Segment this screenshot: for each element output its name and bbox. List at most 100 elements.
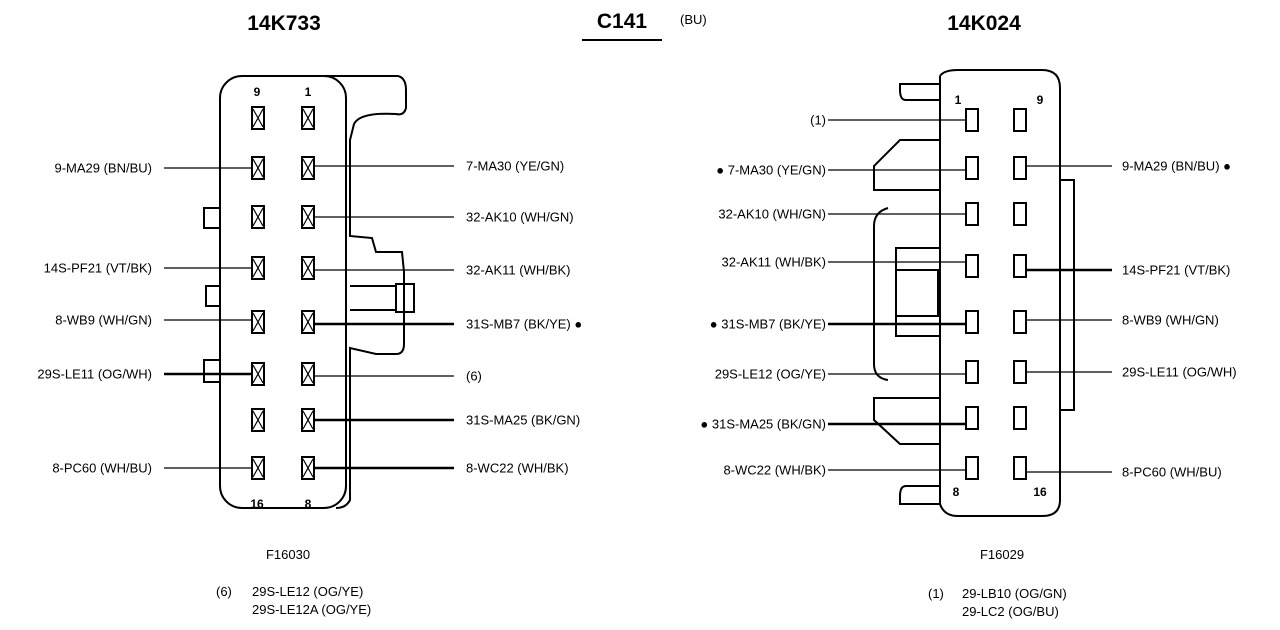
left-terminal bbox=[251, 205, 265, 229]
wire-label: 29S-LE12 (OG/YE) bbox=[715, 367, 826, 382]
left-terminal bbox=[301, 456, 315, 480]
right-footnote-line-2: 29-LC2 (OG/BU) bbox=[962, 604, 1059, 619]
left-terminal-grid bbox=[251, 106, 315, 480]
left-wire-left: 8-PC60 (WH/BU) bbox=[52, 461, 252, 476]
left-terminal bbox=[251, 256, 265, 280]
wire-label: ● 31S-MA25 (BK/GN) bbox=[700, 417, 826, 432]
right-connector-body bbox=[873, 69, 1075, 517]
right-wire-left: ● 7-MA30 (YE/GN) bbox=[716, 163, 966, 178]
right-footnote-line-1: 29-LB10 (OG/GN) bbox=[962, 586, 1067, 601]
wire-label: 29S-LE11 (OG/WH) bbox=[37, 367, 152, 382]
wire-label: (1) bbox=[810, 113, 826, 128]
right-footnote-marker: (1) bbox=[928, 586, 944, 601]
wire-label: 31S-MB7 (BK/YE) ● bbox=[466, 317, 582, 332]
right-terminal-grid bbox=[965, 108, 1027, 480]
right-terminal bbox=[965, 254, 979, 278]
left-terminal bbox=[251, 156, 265, 180]
right-wire-left: ● 31S-MA25 (BK/GN) bbox=[700, 417, 966, 432]
right-connector-right-wires: 9-MA29 (BN/BU) ● 14S-PF21 (VT/BK) 8-WB9 (W… bbox=[1026, 159, 1237, 480]
left-footnote-line-1: 29S-LE12 (OG/YE) bbox=[252, 584, 363, 599]
left-pin-number-16: 16 bbox=[250, 497, 264, 511]
wire-label: 8-PC60 (WH/BU) bbox=[52, 461, 152, 476]
right-terminal bbox=[965, 310, 979, 334]
left-pin-number-8: 8 bbox=[305, 497, 312, 511]
left-wire-right: 7-MA30 (YE/GN) bbox=[314, 159, 564, 174]
right-wire-left: 8-WC22 (WH/BK) bbox=[723, 463, 966, 478]
right-terminal bbox=[965, 156, 979, 180]
right-terminal bbox=[1013, 156, 1027, 180]
left-wire-right: 32-AK10 (WH/GN) bbox=[314, 210, 574, 225]
wire-label: 14S-PF21 (VT/BK) bbox=[1122, 263, 1230, 278]
left-terminal bbox=[251, 310, 265, 334]
right-terminal bbox=[965, 456, 979, 480]
wire-label: 29S-LE11 (OG/WH) bbox=[1122, 365, 1237, 380]
right-terminal bbox=[965, 360, 979, 384]
connector-color: (BU) bbox=[680, 12, 707, 27]
left-terminal bbox=[251, 362, 265, 386]
left-terminal bbox=[251, 456, 265, 480]
right-terminal bbox=[965, 406, 979, 430]
wire-label: 8-WB9 (WH/GN) bbox=[55, 313, 152, 328]
left-terminal bbox=[301, 362, 315, 386]
left-part-number: 14K733 bbox=[247, 12, 321, 35]
right-wire-right: 29S-LE11 (OG/WH) bbox=[1026, 365, 1237, 380]
right-part-number: 14K024 bbox=[947, 12, 1021, 35]
left-wire-right: 31S-MB7 (BK/YE) ● bbox=[314, 317, 582, 332]
left-connector-body bbox=[203, 75, 415, 509]
right-pin-number-9: 9 bbox=[1037, 93, 1044, 107]
left-wire-right: 8-WC22 (WH/BK) bbox=[314, 461, 569, 476]
right-part-code: F16029 bbox=[980, 547, 1024, 562]
right-terminal bbox=[1013, 108, 1027, 132]
left-wire-right: (6) bbox=[314, 369, 482, 384]
right-terminal bbox=[1013, 202, 1027, 226]
wire-label: ● 7-MA30 (YE/GN) bbox=[716, 163, 826, 178]
left-pin-number-1: 1 bbox=[305, 85, 312, 99]
left-terminal bbox=[301, 256, 315, 280]
right-wire-left: 29S-LE12 (OG/YE) bbox=[715, 367, 966, 382]
left-part-code: F16030 bbox=[266, 547, 310, 562]
right-wire-left: ● 31S-MB7 (BK/YE) bbox=[710, 317, 966, 332]
right-terminal bbox=[1013, 360, 1027, 384]
left-terminal bbox=[251, 106, 265, 130]
left-pin-number-9: 9 bbox=[254, 85, 261, 99]
wire-label: 8-WC22 (WH/BK) bbox=[466, 461, 569, 476]
right-wire-left: 32-AK11 (WH/BK) bbox=[721, 255, 966, 270]
left-footnote-marker: (6) bbox=[216, 584, 232, 599]
left-terminal bbox=[301, 205, 315, 229]
left-footnote-line-2: 29S-LE12A (OG/YE) bbox=[252, 602, 371, 617]
right-wire-right: 8-WB9 (WH/GN) bbox=[1026, 313, 1219, 328]
wire-label: ● 31S-MB7 (BK/YE) bbox=[710, 317, 826, 332]
right-terminal bbox=[1013, 456, 1027, 480]
left-terminal bbox=[251, 408, 265, 432]
wire-label: 8-WB9 (WH/GN) bbox=[1122, 313, 1219, 328]
left-connector-right-wires: 7-MA30 (YE/GN) 32-AK10 (WH/GN) 32-AK11 (WH… bbox=[314, 159, 582, 476]
right-pin-number-8: 8 bbox=[953, 485, 960, 499]
connector-id: C141 bbox=[597, 10, 648, 33]
right-connector-left-wires: (1) ● 7-MA30 (YE/GN) 32-AK10 (WH/GN) 32-AK1… bbox=[700, 113, 966, 478]
right-terminal bbox=[1013, 254, 1027, 278]
wire-label: 32-AK10 (WH/GN) bbox=[718, 207, 826, 222]
right-wire-right: 14S-PF21 (VT/BK) bbox=[1026, 263, 1230, 278]
left-wire-left: 8-WB9 (WH/GN) bbox=[55, 313, 252, 328]
right-wire-left: (1) bbox=[810, 113, 966, 128]
left-wire-left: 14S-PF21 (VT/BK) bbox=[44, 261, 252, 276]
left-wire-right: 32-AK11 (WH/BK) bbox=[314, 263, 571, 278]
left-terminal bbox=[301, 106, 315, 130]
wire-label: 8-PC60 (WH/BU) bbox=[1122, 465, 1222, 480]
wire-label: (6) bbox=[466, 369, 482, 384]
left-wire-left: 29S-LE11 (OG/WH) bbox=[37, 367, 252, 382]
right-wire-right: 8-PC60 (WH/BU) bbox=[1026, 465, 1222, 480]
wire-label: 14S-PF21 (VT/BK) bbox=[44, 261, 152, 276]
right-terminal bbox=[1013, 310, 1027, 334]
right-terminal bbox=[965, 108, 979, 132]
right-wire-right: 9-MA29 (BN/BU) ● bbox=[1026, 159, 1231, 174]
left-wire-right: 31S-MA25 (BK/GN) bbox=[314, 413, 580, 428]
right-terminal bbox=[965, 202, 979, 226]
wire-label: 32-AK11 (WH/BK) bbox=[721, 255, 826, 270]
wire-label: 32-AK10 (WH/GN) bbox=[466, 210, 574, 225]
wire-label: 9-MA29 (BN/BU) bbox=[54, 161, 152, 176]
left-terminal bbox=[301, 310, 315, 334]
left-terminal bbox=[301, 408, 315, 432]
wire-label: 8-WC22 (WH/BK) bbox=[723, 463, 826, 478]
